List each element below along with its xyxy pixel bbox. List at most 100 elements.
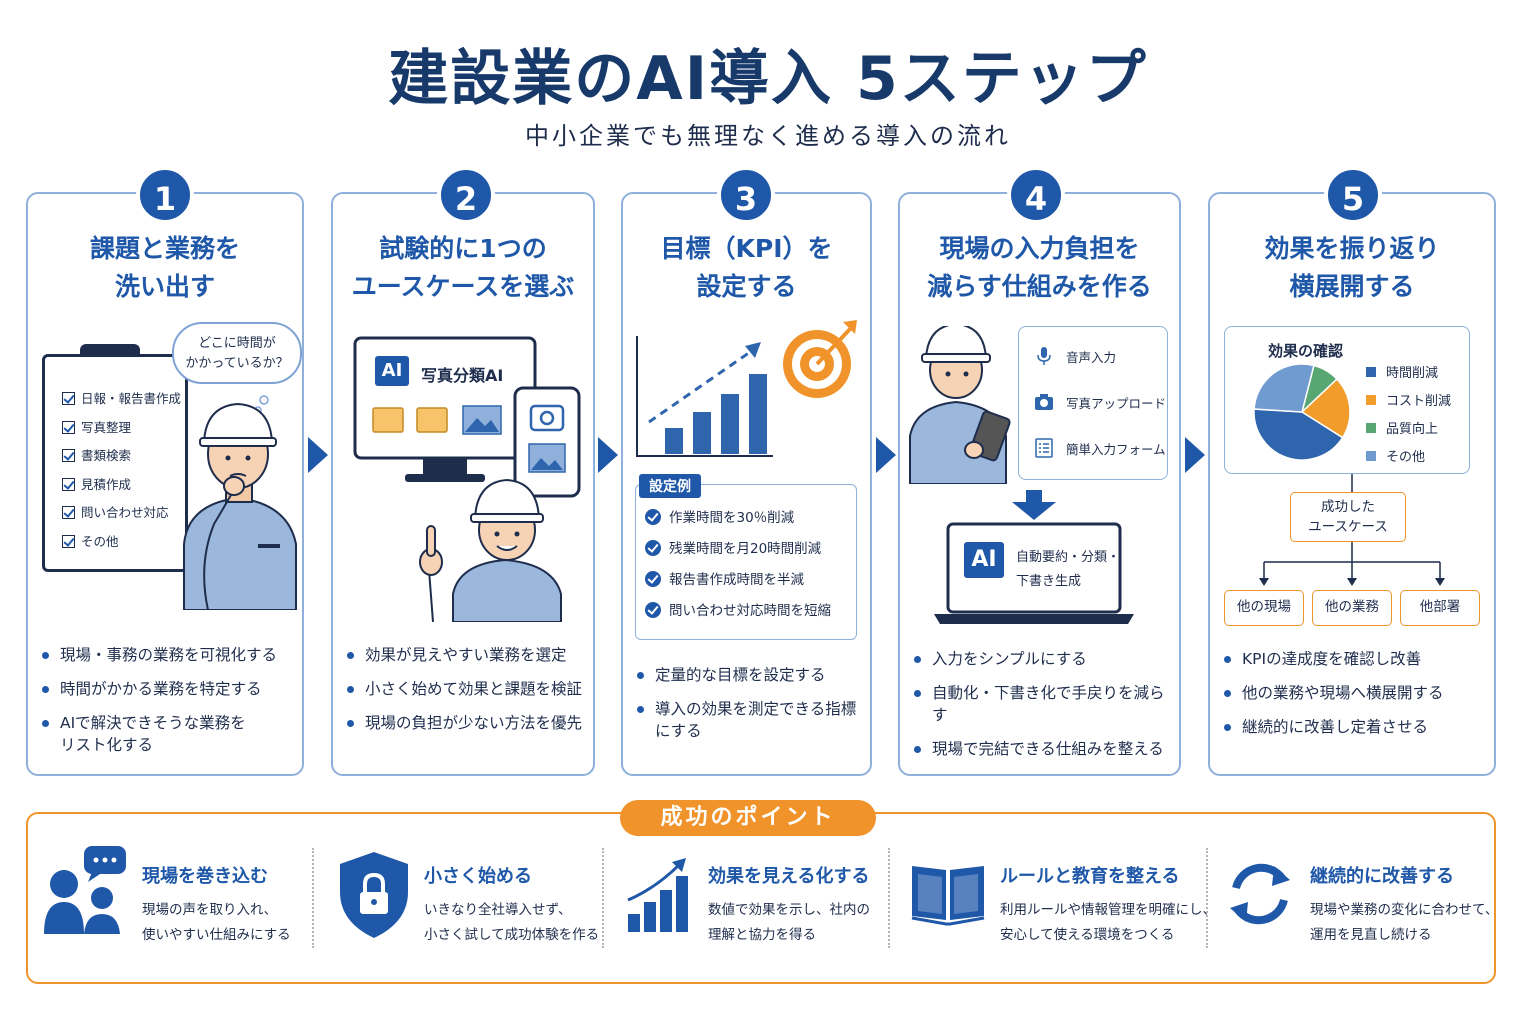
tip-description: 現場の声を取り入れ、使いやすい仕組みにする <box>142 902 291 943</box>
step-bullets: 定量的な目標を設定する 導入の効果を測定できる指標にする <box>637 664 862 754</box>
list-item: その他 <box>62 533 181 551</box>
branch-lines <box>1259 474 1445 586</box>
tip-description: 利用ルールや情報管理を明確にし、安心して使える環境をつくる <box>1000 902 1216 943</box>
legend-item: 品質向上 <box>1366 418 1438 437</box>
branch-box: 他部署 <box>1400 590 1480 626</box>
people-chat-icon <box>44 846 126 934</box>
step-card-1: 課題と業務を洗い出す 日報・報告書作成 写真整理 書類検索 見積作成 問い合わせ… <box>26 192 304 776</box>
step-title: 課題と業務を洗い出す <box>89 234 240 301</box>
next-step-arrow-icon <box>598 437 618 473</box>
divider <box>1206 848 1208 948</box>
checkbox-icon <box>62 534 75 548</box>
example-panel <box>635 484 857 640</box>
list-item: 残業時間を月20時間削減 <box>645 539 831 559</box>
checkbox-icon <box>62 449 75 462</box>
divider <box>888 848 890 948</box>
checkbox-icon <box>62 506 75 519</box>
tip-item: ルールと教育を整える 利用ルールや情報管理を明確にし、安心して使える環境をつくる <box>910 838 1216 958</box>
step-title: 効果を振り返り横展開する <box>1264 234 1440 301</box>
tip-item: 継続的に改善する 現場や業務の変化に合わせて、運用を見直し続ける <box>1224 838 1498 958</box>
list-item: 時間がかかる業務を特定する <box>42 678 294 700</box>
step-bullets: KPIの達成度を確認し改善 他の業務や現場へ横展開する 継続的に改善し定着させる <box>1224 648 1486 750</box>
tip-title: 効果を見える化する <box>708 866 870 887</box>
ai-badge: AI <box>375 356 409 386</box>
list-item: 問い合わせ対応時間を短縮 <box>645 601 831 621</box>
list-item: AIで解決できそうな業務を <box>42 712 294 734</box>
branch-box: 他の現場 <box>1224 590 1304 626</box>
growth-chart-icon <box>636 336 773 457</box>
step-number-badge: 4 <box>1007 166 1065 224</box>
list-item: 他の業務や現場へ横展開する <box>1224 682 1486 704</box>
voice-input-row: 音声入力 <box>1034 346 1116 366</box>
list-item: 問い合わせ対応 <box>62 504 181 522</box>
task-checklist: 日報・報告書作成 写真整理 書類検索 見積作成 問い合わせ対応 その他 <box>62 390 181 561</box>
photo-upload-row: 写真アップロード <box>1034 392 1166 412</box>
tip-title: 現場を巻き込む <box>142 866 268 887</box>
check-circle-icon <box>645 571 661 587</box>
list-item: 効果が見えやすい業務を選定 <box>347 644 585 666</box>
down-arrow-icon <box>1012 490 1056 520</box>
divider <box>312 848 314 948</box>
target-icon <box>783 320 857 398</box>
list-item: 継続的に改善し定着させる <box>1224 716 1486 738</box>
step-title: 試験的に1つのユースケースを選ぶ <box>351 234 575 301</box>
tip-item: 現場を巻き込む 現場の声を取り入れ、使いやすい仕組みにする <box>44 838 314 958</box>
refresh-cycle-icon <box>1230 863 1290 925</box>
page-title: 建設業のAI導入 5ステップ <box>388 44 1148 114</box>
smartphone-icon <box>513 386 581 498</box>
list-item: 作業時間を30％削減 <box>645 508 831 528</box>
effect-pie-chart <box>1253 363 1351 461</box>
step-number-badge: 5 <box>1324 166 1382 224</box>
next-step-arrow-icon <box>876 437 896 473</box>
worker-thinking-icon <box>183 395 297 610</box>
list-item: 現場の負担が少ない方法を優先 <box>347 712 585 734</box>
list-item: 導入の効果を測定できる指標にする <box>637 698 862 742</box>
step-number-badge: 3 <box>717 166 775 224</box>
success-usecase-box: 成功したユースケース <box>1290 492 1406 542</box>
thought-bubble: どこに時間がかかっているか？ <box>172 322 302 384</box>
list-item: 小さく始めて効果と課題を検証 <box>347 678 585 700</box>
step-number-badge: 2 <box>437 166 495 224</box>
list-item: 入力をシンプルにする <box>914 648 1171 670</box>
success-points-title: 成功のポイント <box>620 800 876 836</box>
divider <box>602 848 604 948</box>
laptop-label: 自動要約・分類・下書き生成 <box>1016 550 1121 589</box>
step-title: 目標（KPI）を設定する <box>660 234 833 301</box>
bar-chart-up-icon <box>627 858 688 932</box>
step-card-2: 試験的に1つのユースケースを選ぶ AI 写真分類AI 効果が見えやすい業務を選定… <box>331 192 595 776</box>
next-step-arrow-icon <box>308 437 328 473</box>
tip-description: 現場や業務の変化に合わせて、運用を見直し続ける <box>1310 902 1499 943</box>
example-tag: 設定例 <box>639 474 701 498</box>
list-item: 現場・事務の業務を可視化する <box>42 644 294 666</box>
legend-swatch <box>1366 423 1376 433</box>
check-circle-icon <box>645 602 661 618</box>
camera-icon <box>1035 394 1053 410</box>
book-icon <box>911 866 985 926</box>
form-icon <box>1035 438 1053 458</box>
checkbox-icon <box>62 420 75 434</box>
tip-title: ルールと教育を整える <box>1000 866 1180 887</box>
pie-slice <box>1253 408 1344 461</box>
step-title: 現場の入力負担を減らす仕組みを作る <box>927 234 1152 301</box>
step-card-4: 現場の入力負担を減らす仕組みを作る 音声入力 写真アップロード 簡単入力フォーム… <box>898 192 1181 776</box>
step-bullets: 入力をシンプルにする 自動化・下書き化で手戻りを減らす 現場で完結できる仕組みを… <box>914 648 1171 772</box>
branch-box: 他の業務 <box>1312 590 1392 626</box>
check-circle-icon <box>645 509 661 525</box>
microphone-icon <box>1037 347 1051 365</box>
pie-slice <box>1300 378 1351 439</box>
next-step-arrow-icon <box>1185 437 1205 473</box>
checkbox-icon <box>62 392 75 405</box>
step-card-5: 効果を振り返り横展開する 効果の確認 時間削減 コスト削減 品質向上 その他 成… <box>1208 192 1496 776</box>
pie-slice <box>1253 363 1315 413</box>
list-item: 現場で完結できる仕組みを整える <box>914 738 1171 760</box>
worker-pointing-icon <box>419 478 562 622</box>
check-circle-icon <box>645 540 661 556</box>
step-bullets: 効果が見えやすい業務を選定 小さく始めて効果と課題を検証 現場の負担が少ない方法… <box>347 644 585 746</box>
list-item: 定量的な目標を設定する <box>637 664 862 686</box>
tip-description: 数値で効果を示し、社内の理解と協力を得る <box>708 902 870 943</box>
list-item: 写真整理 <box>62 419 181 437</box>
list-item: 日報・報告書作成 <box>62 390 181 408</box>
legend-swatch <box>1366 451 1376 461</box>
list-item: 書類検索 <box>62 447 181 465</box>
legend-swatch <box>1366 395 1376 405</box>
